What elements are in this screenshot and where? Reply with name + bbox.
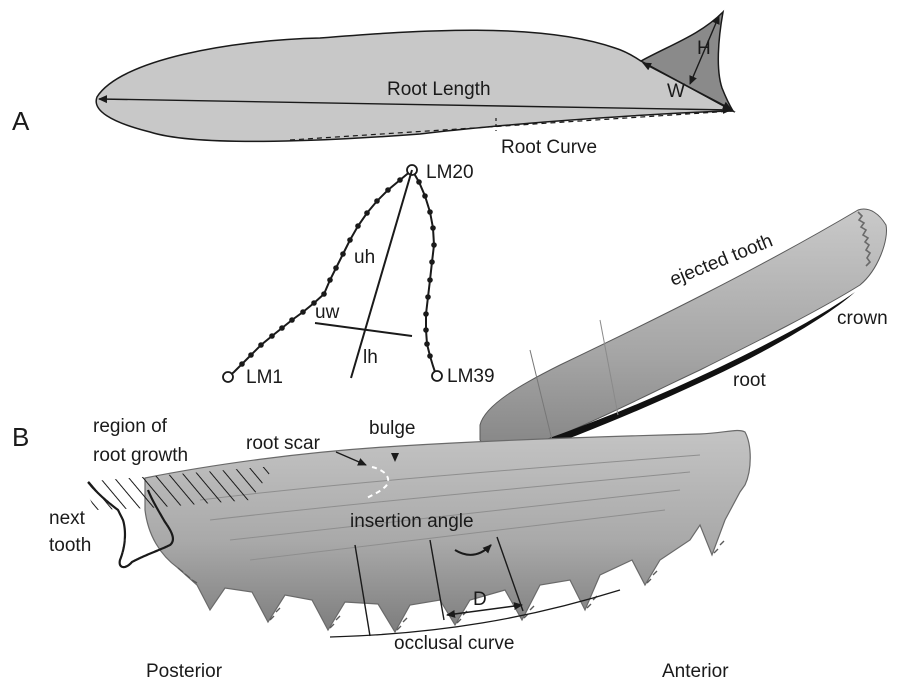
panel-b: B bbox=[12, 209, 888, 681]
bulge-label: bulge bbox=[369, 418, 416, 439]
ejected-tooth-body bbox=[480, 209, 886, 452]
occlusal-curve-label: occlusal curve bbox=[394, 633, 514, 654]
root-label: root bbox=[733, 370, 766, 391]
region-of-root-growth-label-2: root growth bbox=[93, 445, 188, 466]
d-label: D bbox=[473, 589, 487, 610]
landmark-outline-left bbox=[228, 170, 412, 377]
root-length-label: Root Length bbox=[387, 79, 491, 100]
anterior-label: Anterior bbox=[662, 661, 729, 681]
region-of-root-growth-label-1: region of bbox=[93, 416, 168, 437]
panel-b-letter: B bbox=[12, 422, 29, 452]
panel-a-letter: A bbox=[12, 106, 30, 136]
crown-height-label: H bbox=[697, 38, 711, 59]
lh-label: lh bbox=[363, 347, 378, 368]
next-tooth-label-1: next bbox=[49, 508, 86, 529]
height-axis-line bbox=[351, 170, 412, 378]
uw-label: uw bbox=[315, 302, 340, 323]
root-scar-label: root scar bbox=[246, 433, 321, 454]
landmark-outline-right bbox=[412, 170, 436, 375]
landmark-lm1-marker bbox=[223, 372, 233, 382]
root-curve-label: Root Curve bbox=[501, 137, 597, 158]
ejected-tooth bbox=[480, 209, 886, 456]
landmark-lm39-marker bbox=[432, 371, 442, 381]
posterior-label: Posterior bbox=[146, 661, 223, 681]
uh-label: uh bbox=[354, 247, 375, 268]
lm20-label: LM20 bbox=[426, 162, 474, 183]
lm39-label: LM39 bbox=[447, 366, 495, 387]
next-tooth-label-2: tooth bbox=[49, 535, 91, 556]
lm1-label: LM1 bbox=[246, 367, 283, 388]
crown-width-label: W bbox=[667, 81, 685, 102]
panel-a: A Root Length Root Curve W H bbox=[12, 12, 733, 158]
insertion-angle-label: insertion angle bbox=[350, 511, 474, 532]
crown-label: crown bbox=[837, 308, 888, 329]
landmark-outline: LM20 LM1 LM39 uh uw lh bbox=[223, 162, 495, 388]
